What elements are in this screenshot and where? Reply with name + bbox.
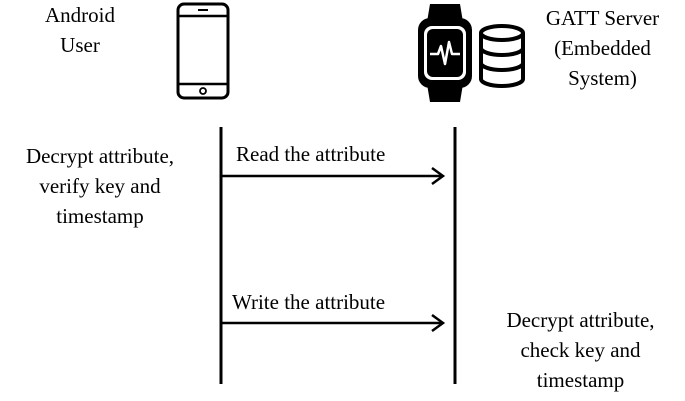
client-note-line: Decrypt attribute, bbox=[25, 144, 175, 168]
client-participant-label: Android User bbox=[0, 0, 160, 60]
write-message-label: Write the attribute bbox=[232, 290, 386, 314]
client-note: Decrypt attribute, verify key and timest… bbox=[0, 141, 200, 231]
server-label-line: (Embedded bbox=[554, 36, 651, 60]
server-note-line: Decrypt attribute, bbox=[506, 308, 655, 332]
client-label-line: Android bbox=[45, 3, 115, 27]
write-arrow bbox=[221, 313, 446, 333]
client-note-line: timestamp bbox=[56, 204, 144, 228]
server-note: Decrypt attribute, check key and timesta… bbox=[476, 305, 685, 395]
server-label-line: GATT Server bbox=[545, 6, 660, 30]
client-note-line: verify key and bbox=[39, 174, 161, 198]
smartphone-icon bbox=[176, 2, 230, 100]
smartwatch-icon bbox=[418, 4, 472, 102]
read-arrow bbox=[221, 166, 446, 186]
server-note-line: timestamp bbox=[536, 368, 625, 392]
server-note-line: check key and bbox=[520, 338, 641, 362]
server-participant-label: GATT Server (Embedded System) bbox=[520, 3, 685, 93]
server-label-line: System) bbox=[568, 66, 637, 90]
read-message-label: Read the attribute bbox=[236, 142, 386, 166]
client-label-line: User bbox=[60, 33, 100, 57]
database-icon bbox=[479, 24, 525, 88]
